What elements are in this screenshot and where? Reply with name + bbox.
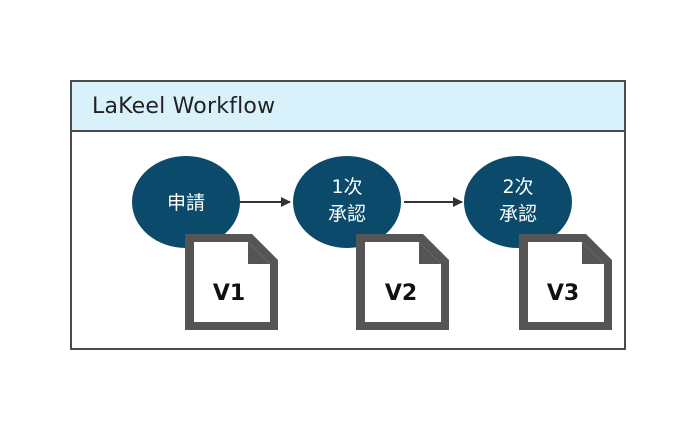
step-label-second-approval-line1: 2次 (502, 176, 533, 198)
step-label-apply: 申請 (167, 192, 205, 214)
step-node-second-approval: 2次 承認 (464, 156, 572, 248)
step-node-apply: 申請 (132, 156, 240, 248)
document-label-v2: V2 (385, 281, 417, 306)
document-icon-v3: V3 (519, 234, 612, 330)
step-label-first-approval-line2: 承認 (328, 203, 366, 225)
step-node-first-approval: 1次 承認 (293, 156, 401, 248)
document-icon-v2: V2 (356, 234, 449, 330)
document-icon-v1: V1 (185, 234, 278, 330)
step-label-second-approval-line2: 承認 (499, 203, 537, 225)
document-label-v1: V1 (213, 281, 245, 306)
step-label-first-approval-line1: 1次 (331, 176, 362, 198)
workflow-title: LaKeel Workflow (92, 94, 276, 119)
document-label-v3: V3 (547, 281, 579, 306)
workflow-header: LaKeel Workflow (72, 82, 624, 132)
